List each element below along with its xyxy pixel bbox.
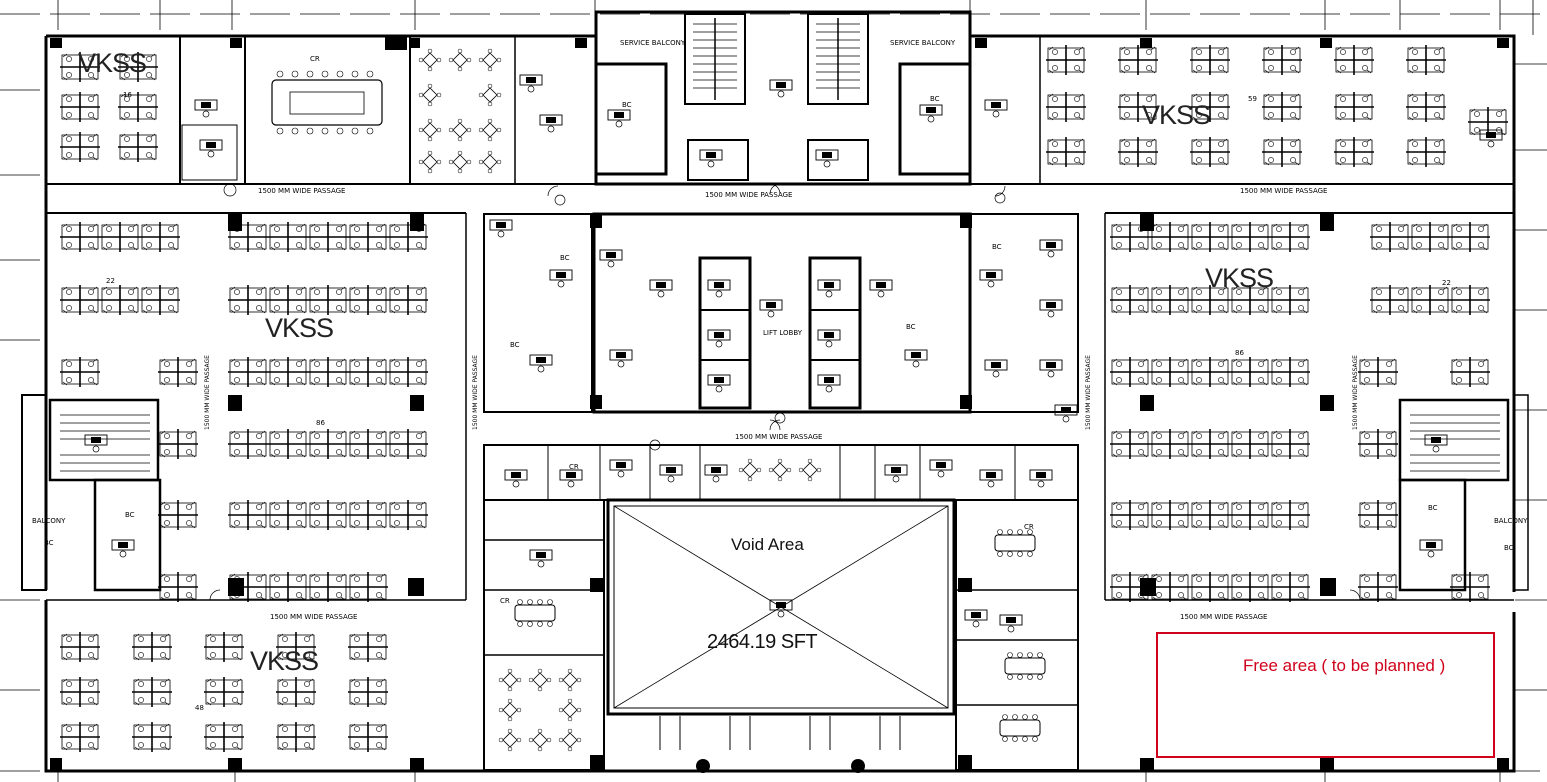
zone-label-top-left: VKSS [78, 48, 147, 78]
room-label-bc: BC [125, 511, 135, 519]
room-label-bc: BC [44, 539, 54, 547]
room-label-balcony: BALCONY [32, 517, 66, 525]
room-label-bc: BC [1504, 544, 1514, 552]
workstation-count: 86 [1235, 349, 1244, 357]
passage-label: 1500 MM WIDE PASSAGE [705, 191, 793, 199]
room-label-service-balcony: SERVICE BALCONY [890, 39, 956, 47]
passage-label: 1500 MM WIDE PASSAGE [258, 187, 346, 195]
room-label-bc: BC [906, 323, 916, 331]
room-label-bc: BC [1428, 504, 1438, 512]
room-label-bc: BC [992, 243, 1002, 251]
workstation-count: 16 [123, 91, 132, 99]
door-swings [209, 183, 1361, 601]
room-label-bc: BC [930, 95, 940, 103]
room-label-service-balcony: SERVICE BALCONY [620, 39, 686, 47]
room-label-cr: CR [310, 55, 320, 63]
workstation-count: 86 [316, 419, 325, 427]
passage-label: 1500 MM WIDE PASSAGE [1180, 613, 1268, 621]
passage-label: 1500 MM WIDE PASSAGE [270, 613, 358, 621]
workstation-count: 22 [1442, 279, 1451, 287]
free-area-box [1156, 632, 1495, 758]
passage-label: 1500 MM WIDE PASSAGE [204, 355, 211, 430]
free-area-label: Free area ( to be planned ) [1243, 656, 1446, 675]
passage-label: 1500 MM WIDE PASSAGE [735, 433, 823, 441]
room-label-bc: BC [622, 101, 632, 109]
room-label-cr: CR [569, 463, 579, 471]
workstation-count: 22 [106, 277, 115, 285]
zone-label-top-right: VKSS [1142, 100, 1211, 130]
void-area-graphic [606, 498, 956, 750]
room-label-lift-lobby: LIFT LOBBY [763, 329, 803, 337]
workstation-count: 48 [195, 704, 204, 712]
void-area-title: Void Area [731, 535, 804, 554]
passage-label: 1500 MM WIDE PASSAGE [1240, 187, 1328, 195]
building-outline [21, 10, 1529, 773]
workstation-count: 59 [1248, 95, 1257, 103]
room-label-bc: BC [510, 341, 520, 349]
passage-label: 1500 MM WIDE PASSAGE [472, 355, 479, 430]
passage-label: 1500 MM WIDE PASSAGE [1352, 355, 1359, 430]
void-area-size: 2464.19 SFT [707, 631, 818, 653]
zone-label-mid-right: VKSS [1205, 263, 1274, 293]
conference-tables [271, 70, 1046, 742]
room-label-cr: CR [1024, 523, 1034, 531]
passage-label: 1500 MM WIDE PASSAGE [1085, 355, 1092, 430]
zone-label-bottom-left: VKSS [250, 646, 319, 676]
room-label-bc: BC [560, 254, 570, 262]
room-label-balcony: BALCONY [1494, 517, 1528, 525]
room-label-cr: CR [500, 597, 510, 605]
zone-label-mid-left: VKSS [265, 313, 334, 343]
